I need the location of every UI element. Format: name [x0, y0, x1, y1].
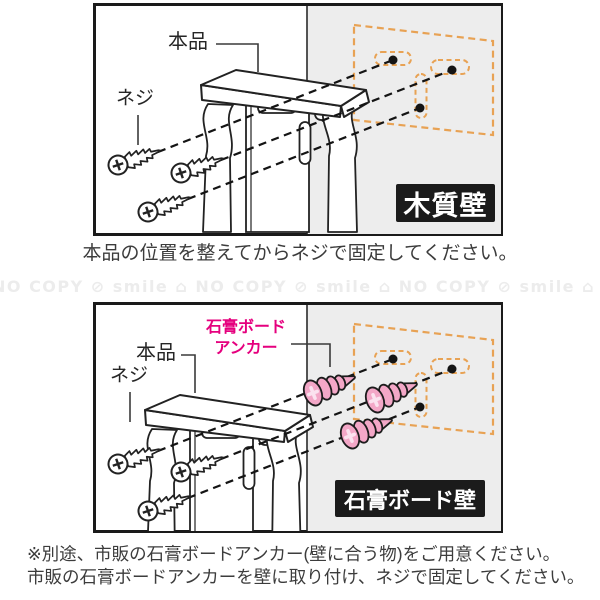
product-label-leader	[181, 354, 196, 393]
screw-label-top: ネジ	[116, 88, 155, 109]
product-label-bottom: 本品	[136, 342, 176, 364]
note-line: ※別途、市販の石膏ボードアンカー(壁に合う物)をご用意ください。	[27, 544, 561, 564]
screw-label-bottom: ネジ	[110, 365, 149, 386]
wood-wall-diagram	[96, 6, 501, 234]
product-label-top: 本品	[168, 31, 208, 53]
plasterboard-anchor-label: 石膏ボードアンカー	[205, 319, 286, 357]
bottom-notes: ※別途、市販の石膏ボードアンカー(壁に合う物)をご用意ください。 市販の石膏ボー…	[27, 543, 584, 589]
product-label-leader	[216, 43, 259, 72]
no-copy-watermark: NO COPY ⊘ smile ⌂ NO COPY ⊘ smile ⌂ NO C…	[0, 277, 600, 296]
anchor-label-leader	[291, 343, 331, 367]
wood-wall-badge: 木質壁	[396, 184, 495, 222]
top-caption: 本品の位置を整えてからネジで固定してください。	[82, 243, 518, 264]
plasterboard-wall-diagram	[96, 305, 501, 531]
panel-wood-wall	[93, 3, 503, 236]
product-illustration	[200, 69, 370, 233]
plasterboard-wall-badge: 石膏ボード壁	[335, 480, 485, 517]
note-line: 市販の石膏ボードアンカーを壁に取り付け、ネジで固定してください。	[27, 567, 585, 588]
